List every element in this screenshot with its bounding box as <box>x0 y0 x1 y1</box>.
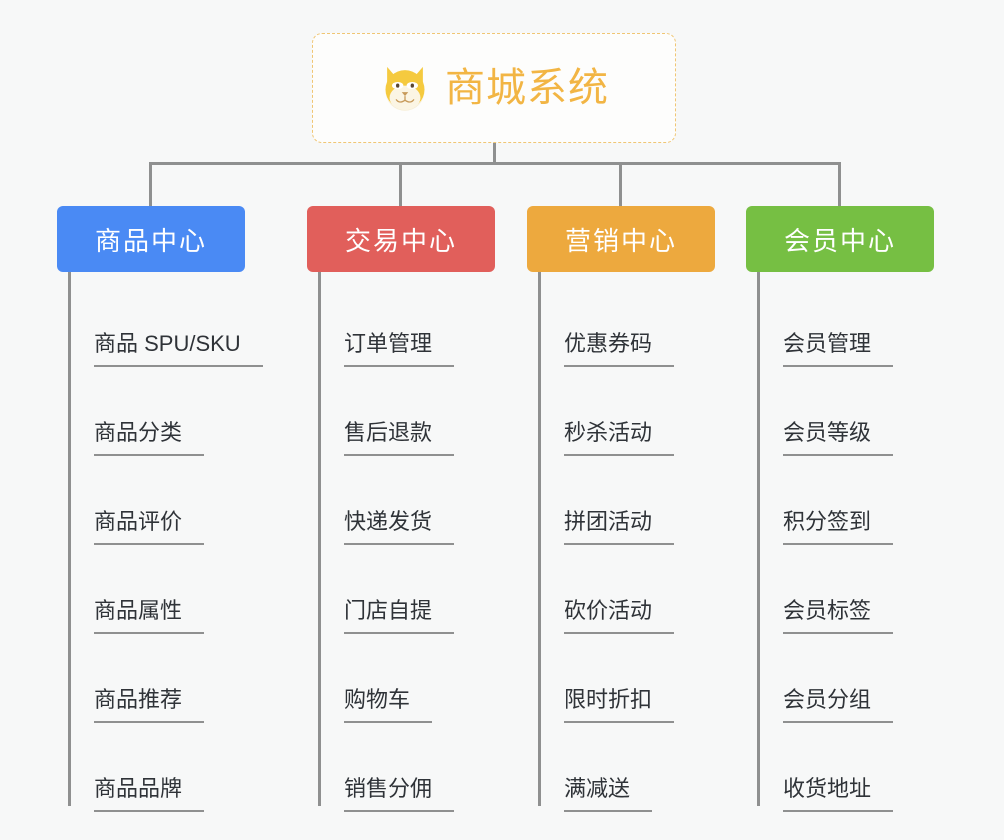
leaf-item[interactable]: 商品属性 <box>57 545 245 634</box>
leaf-list-2: 订单管理售后退款快递发货门店自提购物车销售分佣 <box>307 272 495 812</box>
leaf-item[interactable]: 销售分佣 <box>307 723 495 812</box>
leaf-item[interactable]: 商品品牌 <box>57 723 245 812</box>
column-spine-1 <box>68 272 71 806</box>
leaf-item[interactable]: 会员等级 <box>746 367 934 456</box>
leaf-item[interactable]: 商品评价 <box>57 456 245 545</box>
category-header-4[interactable]: 会员中心 <box>746 206 934 272</box>
column-spine-4 <box>757 272 760 806</box>
leaf-item-label: 会员分组 <box>783 687 894 723</box>
leaf-item[interactable]: 砍价活动 <box>527 545 715 634</box>
leaf-item[interactable]: 拼团活动 <box>527 456 715 545</box>
leaf-item-label: 收货地址 <box>783 776 894 812</box>
connector-drop-4 <box>838 162 841 206</box>
leaf-item[interactable]: 积分签到 <box>746 456 934 545</box>
leaf-item-label: 商品评价 <box>94 509 205 545</box>
leaf-item[interactable]: 购物车 <box>307 634 495 723</box>
leaf-item-label: 快递发货 <box>344 509 455 545</box>
leaf-item[interactable]: 商品分类 <box>57 367 245 456</box>
root-title: 商城系统 <box>445 66 609 110</box>
leaf-item[interactable]: 售后退款 <box>307 367 495 456</box>
leaf-item-label: 商品 SPU/SKU <box>94 331 263 367</box>
leaf-item-label: 秒杀活动 <box>564 420 675 456</box>
leaf-item[interactable]: 满减送 <box>527 723 715 812</box>
leaf-item[interactable]: 订单管理 <box>307 278 495 367</box>
leaf-item-label: 门店自提 <box>344 598 455 634</box>
column-3: 营销中心优惠券码秒杀活动拼团活动砍价活动限时折扣满减送 <box>527 206 715 812</box>
leaf-item[interactable]: 会员管理 <box>746 278 934 367</box>
category-header-3[interactable]: 营销中心 <box>527 206 715 272</box>
leaf-item-label: 优惠券码 <box>564 331 675 367</box>
leaf-list-4: 会员管理会员等级积分签到会员标签会员分组收货地址 <box>746 272 934 812</box>
leaf-item-label: 商品品牌 <box>94 776 205 812</box>
root-node[interactable]: 商城系统 <box>312 33 676 143</box>
leaf-item-label: 商品推荐 <box>94 687 205 723</box>
leaf-item-label: 砍价活动 <box>564 598 675 634</box>
leaf-item-label: 会员标签 <box>783 598 894 634</box>
column-1: 商品中心商品 SPU/SKU 商品分类商品评价商品属性商品推荐商品品牌 <box>57 206 263 812</box>
leaf-item[interactable]: 商品 SPU/SKU <box>57 278 263 367</box>
leaf-item-label: 拼团活动 <box>564 509 675 545</box>
leaf-list-3: 优惠券码秒杀活动拼团活动砍价活动限时折扣满减送 <box>527 272 715 812</box>
column-4: 会员中心会员管理会员等级积分签到会员标签会员分组收货地址 <box>746 206 934 812</box>
dog-face-icon <box>385 66 425 111</box>
connector-drop-2 <box>399 162 402 206</box>
leaf-item-label: 购物车 <box>344 687 433 723</box>
leaf-item-label: 满减送 <box>564 776 653 812</box>
connector-horizontal-bus <box>149 162 839 165</box>
column-spine-2 <box>318 272 321 806</box>
leaf-item[interactable]: 商品推荐 <box>57 634 245 723</box>
leaf-item[interactable]: 快递发货 <box>307 456 495 545</box>
leaf-item-label: 会员管理 <box>783 331 894 367</box>
leaf-item-label: 限时折扣 <box>564 687 675 723</box>
leaf-item-label: 积分签到 <box>783 509 894 545</box>
connector-root-stem <box>493 143 496 165</box>
connector-drop-3 <box>619 162 622 206</box>
column-2: 交易中心订单管理售后退款快递发货门店自提购物车销售分佣 <box>307 206 495 812</box>
leaf-item[interactable]: 门店自提 <box>307 545 495 634</box>
category-header-1[interactable]: 商品中心 <box>57 206 245 272</box>
leaf-list-1: 商品 SPU/SKU 商品分类商品评价商品属性商品推荐商品品牌 <box>57 272 263 812</box>
leaf-item[interactable]: 限时折扣 <box>527 634 715 723</box>
column-spine-3 <box>538 272 541 806</box>
leaf-item[interactable]: 会员分组 <box>746 634 934 723</box>
leaf-item-label: 商品分类 <box>94 420 205 456</box>
connector-drop-1 <box>149 162 152 206</box>
leaf-item-label: 销售分佣 <box>344 776 455 812</box>
leaf-item[interactable]: 秒杀活动 <box>527 367 715 456</box>
leaf-item-label: 商品属性 <box>94 598 205 634</box>
leaf-item[interactable]: 会员标签 <box>746 545 934 634</box>
leaf-item-label: 会员等级 <box>783 420 894 456</box>
leaf-item[interactable]: 优惠券码 <box>527 278 715 367</box>
leaf-item-label: 订单管理 <box>344 331 455 367</box>
leaf-item-label: 售后退款 <box>344 420 455 456</box>
category-header-2[interactable]: 交易中心 <box>307 206 495 272</box>
leaf-item[interactable]: 收货地址 <box>746 723 934 812</box>
